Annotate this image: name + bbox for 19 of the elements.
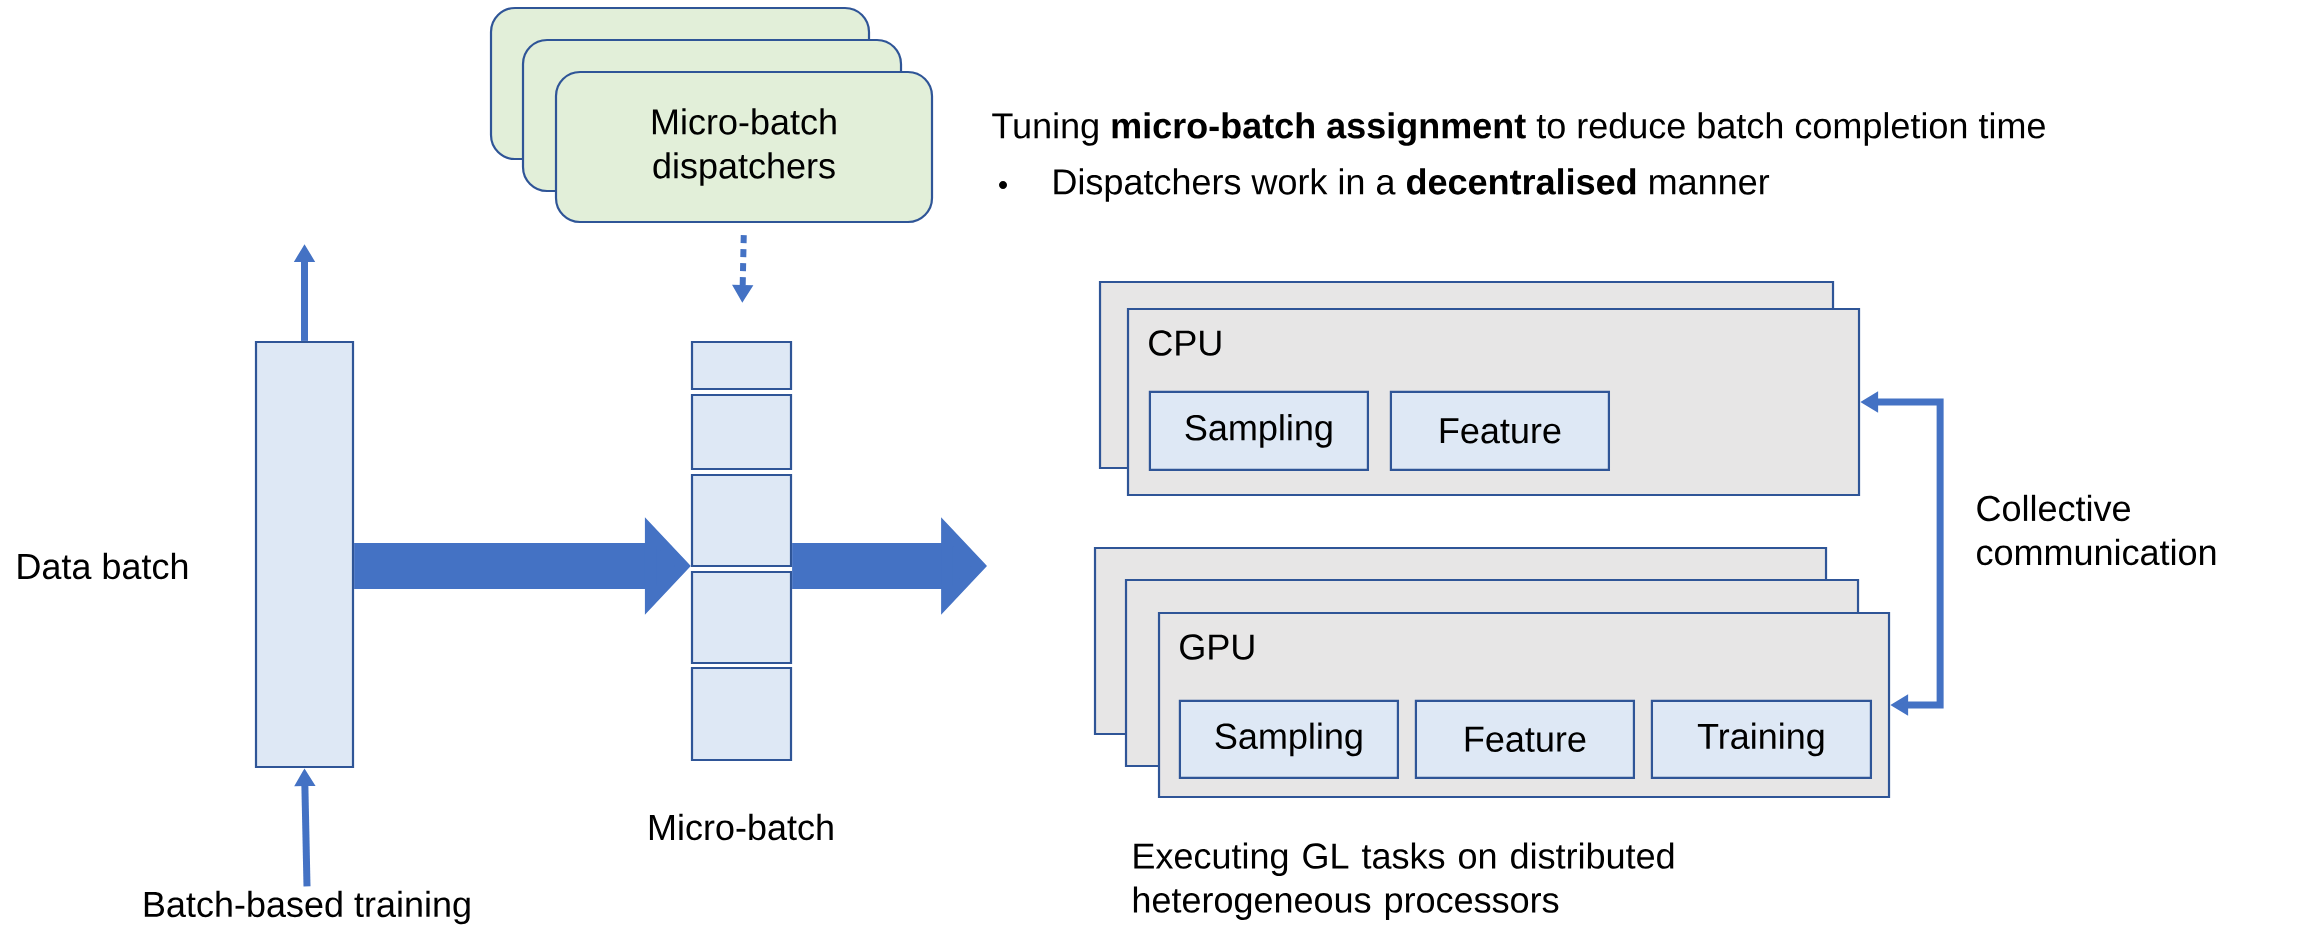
data-batch-bar (254, 340, 355, 769)
micro-batch-cell (690, 340, 793, 391)
edge-label: Collective communication (1977, 494, 2216, 566)
side-label: Data batch (18, 552, 188, 580)
micro-batch-cell (690, 473, 793, 568)
note-text: Micro-batch (649, 813, 833, 841)
task-box: Sampling (1178, 699, 1399, 779)
micro-batch-cell (690, 570, 793, 665)
task-box: Training (1650, 699, 1872, 779)
task-box: Feature (1389, 390, 1610, 471)
bullet-text: Dispatchers work in a decentralised manner (1054, 168, 1770, 202)
micro-batch-cell (690, 393, 793, 471)
task-box: Feature (1414, 699, 1635, 779)
note-text: Tuning micro-batch assignment to reduce batch completion time (992, 112, 2045, 146)
task-box: Sampling (1148, 390, 1369, 471)
dispatcher-card: Micro-batch dispatchers (554, 70, 934, 224)
annotation-text: Batch-based training (144, 890, 470, 925)
micro-batch-cell (690, 666, 793, 762)
note-text: Executing GL tasks on distributed heterogeneous processors (1133, 842, 1674, 920)
